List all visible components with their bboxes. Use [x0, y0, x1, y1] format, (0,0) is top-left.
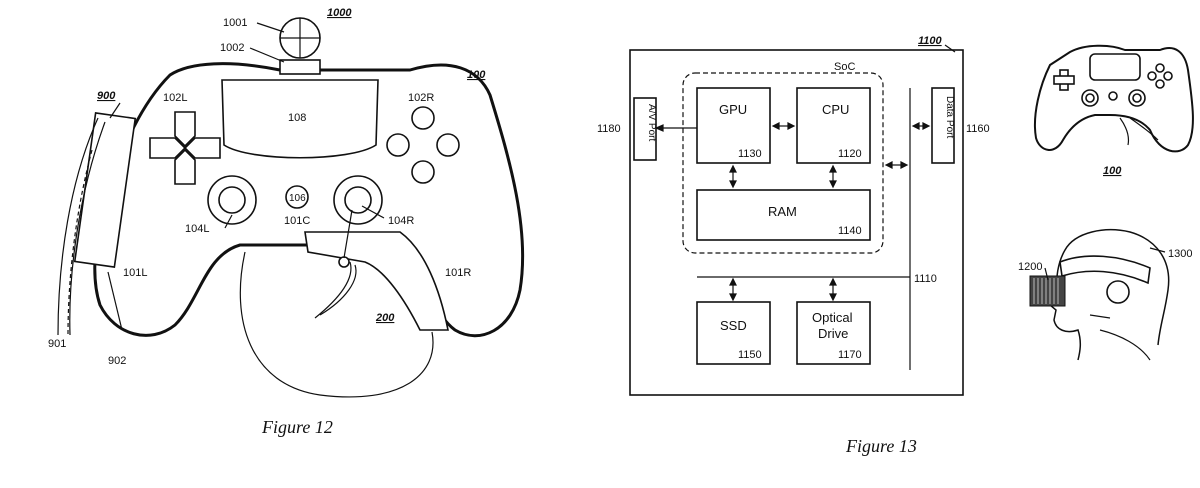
figure-13: 1100 SoC GPU 1130 CPU 1120 RAM 1140 SSD …	[597, 35, 990, 456]
headset-user: 1200 1300	[1018, 229, 1192, 361]
optical-drive-block	[796, 301, 871, 365]
side-device-900	[73, 112, 137, 268]
data-port	[931, 87, 955, 164]
av-port	[633, 97, 657, 161]
figure-13-caption: Figure 13	[845, 436, 917, 456]
label-106: 106	[289, 193, 306, 204]
visor-1200	[1029, 275, 1066, 307]
label-102L: 102L	[163, 92, 187, 104]
label-1000: 1000	[327, 7, 352, 19]
ram-block	[696, 189, 871, 241]
label-1300: 1300	[1168, 248, 1192, 260]
data-port-label: Data Port	[944, 96, 955, 138]
label-1140: 1140	[838, 225, 862, 237]
mini-label-100: 100	[1103, 165, 1122, 177]
label-900: 900	[97, 90, 116, 102]
strap-loop	[239, 251, 434, 398]
mini-controller: 100	[1034, 44, 1194, 177]
left-stick	[207, 175, 257, 225]
soc-label: SoC	[834, 61, 855, 73]
label-1180: 1180	[597, 123, 621, 135]
label-108: 108	[288, 112, 306, 124]
gpu-block	[696, 87, 771, 164]
av-port-label: A/V Port	[646, 104, 657, 141]
ssd-block	[696, 301, 771, 365]
attachment-200	[304, 231, 449, 331]
ssd-label: SSD	[720, 318, 747, 333]
label-104L: 104L	[185, 223, 209, 235]
label-902: 902	[108, 355, 126, 367]
drive-label: Drive	[818, 326, 848, 341]
sensor-mount	[279, 59, 321, 75]
optical-label: Optical	[812, 310, 853, 325]
connection-arrows	[654, 122, 931, 302]
cpu-label: CPU	[822, 102, 849, 117]
label-1002: 1002	[220, 42, 244, 54]
gpu-label: GPU	[719, 102, 747, 117]
label-101C: 101C	[284, 215, 310, 227]
label-1200: 1200	[1018, 261, 1042, 273]
soc-boundary	[682, 72, 884, 254]
label-1130: 1130	[738, 148, 762, 160]
label-101R: 101R	[445, 267, 471, 279]
label-1120: 1120	[838, 148, 862, 160]
label-1100: 1100	[918, 35, 943, 47]
label-1160: 1160	[966, 123, 990, 135]
label-1170: 1170	[838, 349, 862, 361]
label-102R: 102R	[408, 92, 434, 104]
center-button	[285, 185, 309, 209]
cpu-block	[796, 87, 871, 164]
ram-label: RAM	[768, 204, 797, 219]
label-1001: 1001	[223, 17, 247, 29]
label-200: 200	[375, 312, 395, 324]
figure-12-caption: Figure 12	[261, 417, 333, 437]
figure-12: 1000 1001 1002 100 900 102L 102R 108 106…	[48, 7, 525, 437]
label-901: 901	[48, 338, 66, 350]
dpad	[149, 111, 221, 185]
label-1150: 1150	[738, 349, 762, 361]
touchpad	[221, 79, 379, 159]
label-104R: 104R	[388, 215, 414, 227]
label-1110: 1110	[914, 273, 937, 285]
label-100: 100	[467, 69, 486, 81]
label-101L: 101L	[123, 267, 147, 279]
face-buttons	[386, 106, 460, 184]
right-stick	[333, 175, 383, 225]
